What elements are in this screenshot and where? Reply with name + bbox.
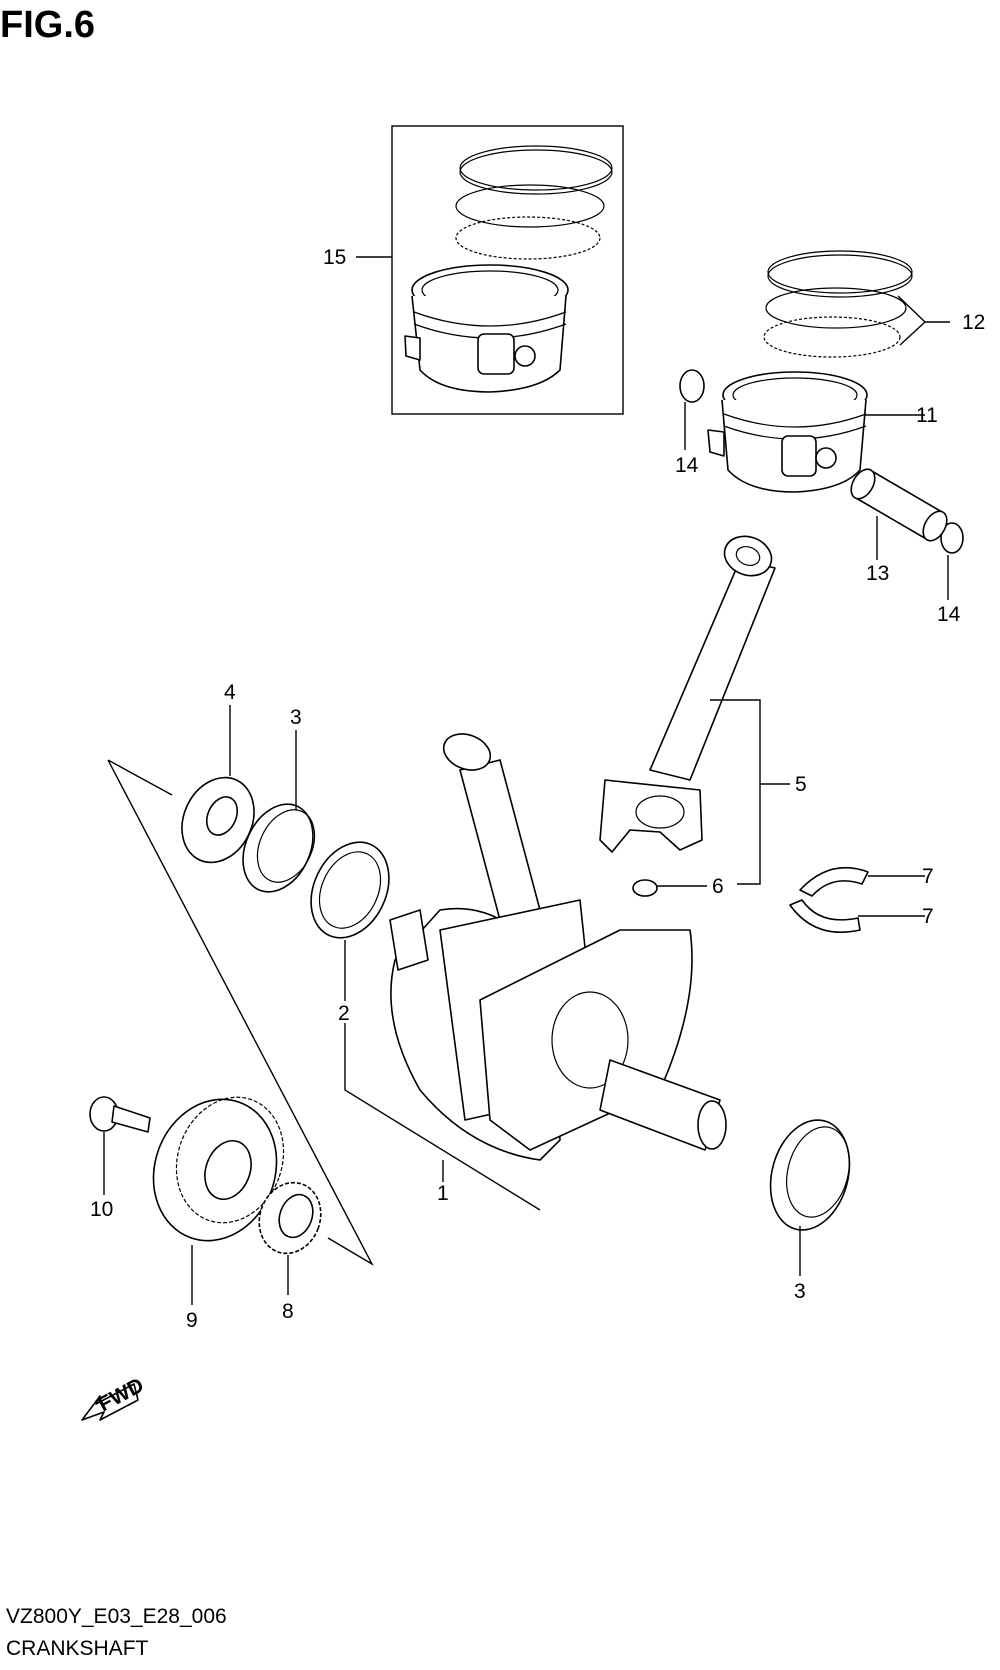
crankshaft [389,733,727,1161]
callout-3-lower: 3 [794,1280,806,1303]
callout-7-upper: 7 [922,865,934,888]
piston-assembly-box [391,125,624,415]
callout-2: 2 [338,1002,350,1025]
starter-driven-gear [152,1096,285,1242]
callout-11: 11 [916,404,938,427]
bearing-shell-lower [789,899,861,933]
callout-12: 12 [962,311,985,334]
primary-drive-gear [258,1181,322,1255]
callout-14-upper: 14 [675,454,699,477]
callout-14-lower: 14 [937,603,961,626]
circlip-upper [679,369,705,403]
callout-9: 9 [186,1309,198,1332]
callout-1: 1 [437,1182,449,1205]
crankshaft-shim [310,841,390,939]
connecting-rod [599,535,776,897]
fwd-label: FWD [95,1374,148,1417]
callout-13: 13 [866,562,889,585]
callout-5: 5 [795,773,807,796]
crankshaft-bearing-right [769,1119,851,1231]
callout-10: 10 [90,1198,113,1221]
diagram-title: CRANKSHAFT [6,1637,149,1660]
piston-pin [850,468,948,542]
circlip-lower [940,522,964,554]
callout-leader-lines [103,256,950,1305]
callout-8: 8 [282,1300,294,1323]
piston [707,371,868,493]
callout-numbers: 15 12 11 14 13 14 4 3 5 6 7 7 2 1 10 3 8… [90,246,985,1332]
assembly-reference-line [107,759,374,1266]
crankshaft-bearing-left [242,803,316,893]
bearing-shell-upper [799,866,869,897]
diagram-code: VZ800Y_E03_E28_006 [6,1605,227,1628]
callout-4: 4 [224,681,236,704]
callout-15: 15 [323,246,346,269]
callout-7-lower: 7 [922,905,934,928]
fwd-arrow-icon: FWD [81,1374,148,1421]
piston-ring-set [763,250,913,358]
callout-3-upper: 3 [290,706,302,729]
figure-title: FIG.6 [0,4,96,46]
callout-6: 6 [712,875,724,898]
gear-bolt [89,1096,151,1133]
